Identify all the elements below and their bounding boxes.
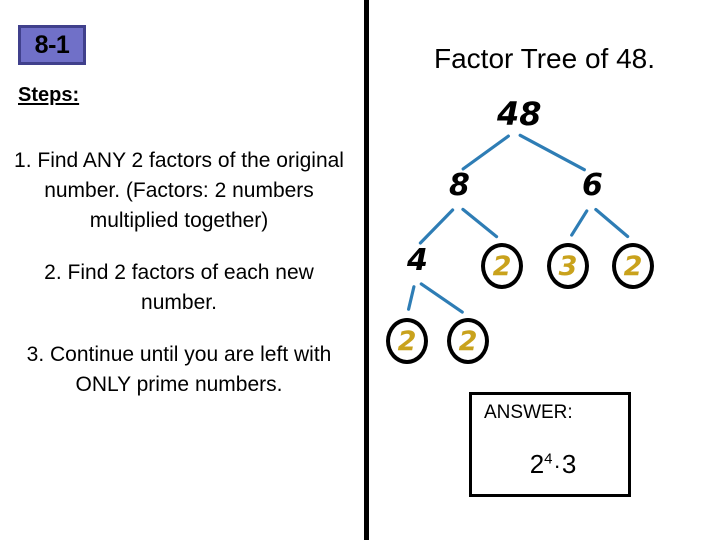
tree-node-prime-2-b: 2 [612,243,654,289]
step-item-3: 3. Continue until you are left with ONLY… [26,343,332,396]
tree-edge-layer [407,133,630,314]
tree-node-48: 48 [497,95,542,133]
factor-tree: 48 8 6 4 2 3 2 2 2 [369,0,720,420]
tree-node-prime-2-a: 2 [481,243,523,289]
tree-node-4: 4 [407,243,428,278]
lesson-badge: 8-1 [18,25,86,65]
steps-heading: Steps: [18,84,80,106]
tree-node-8: 8 [449,168,470,203]
tree-edge [461,207,499,239]
answer-label: ANSWER: [484,402,573,423]
tree-edge [407,285,416,311]
tree-edge [418,208,455,245]
right-panel: Factor Tree of 48. 48 8 6 4 2 3 2 2 2 AN… [369,0,720,540]
answer-factor: 3 [561,449,577,479]
tree-edge [570,209,589,237]
tree-edge [594,207,630,239]
step-item-1: 1. Find ANY 2 factors of the original nu… [14,149,344,232]
answer-exponent: 4 [544,450,553,468]
tree-node-prime-2-d: 2 [447,318,489,364]
tree-edge [419,282,464,314]
answer-base: 2 [529,449,545,479]
tree-edge [518,133,586,172]
answer-box: ANSWER: 24·3 [469,392,631,497]
answer-operator: · [553,453,561,478]
answer-value: 24·3 [472,449,634,480]
tree-node-prime-2-c: 2 [386,318,428,364]
page-title: Factor Tree of 48. [434,43,655,74]
panel-divider [364,0,369,540]
step-item-2: 2. Find 2 factors of each new number. [44,261,314,314]
steps-list: 1. Find ANY 2 factors of the original nu… [8,146,356,422]
tree-node-prime-3: 3 [547,243,589,289]
tree-node-6: 6 [582,168,603,203]
left-panel: 8-1 Steps: 1. Find ANY 2 factors of the … [8,25,356,422]
tree-edge [461,134,510,171]
